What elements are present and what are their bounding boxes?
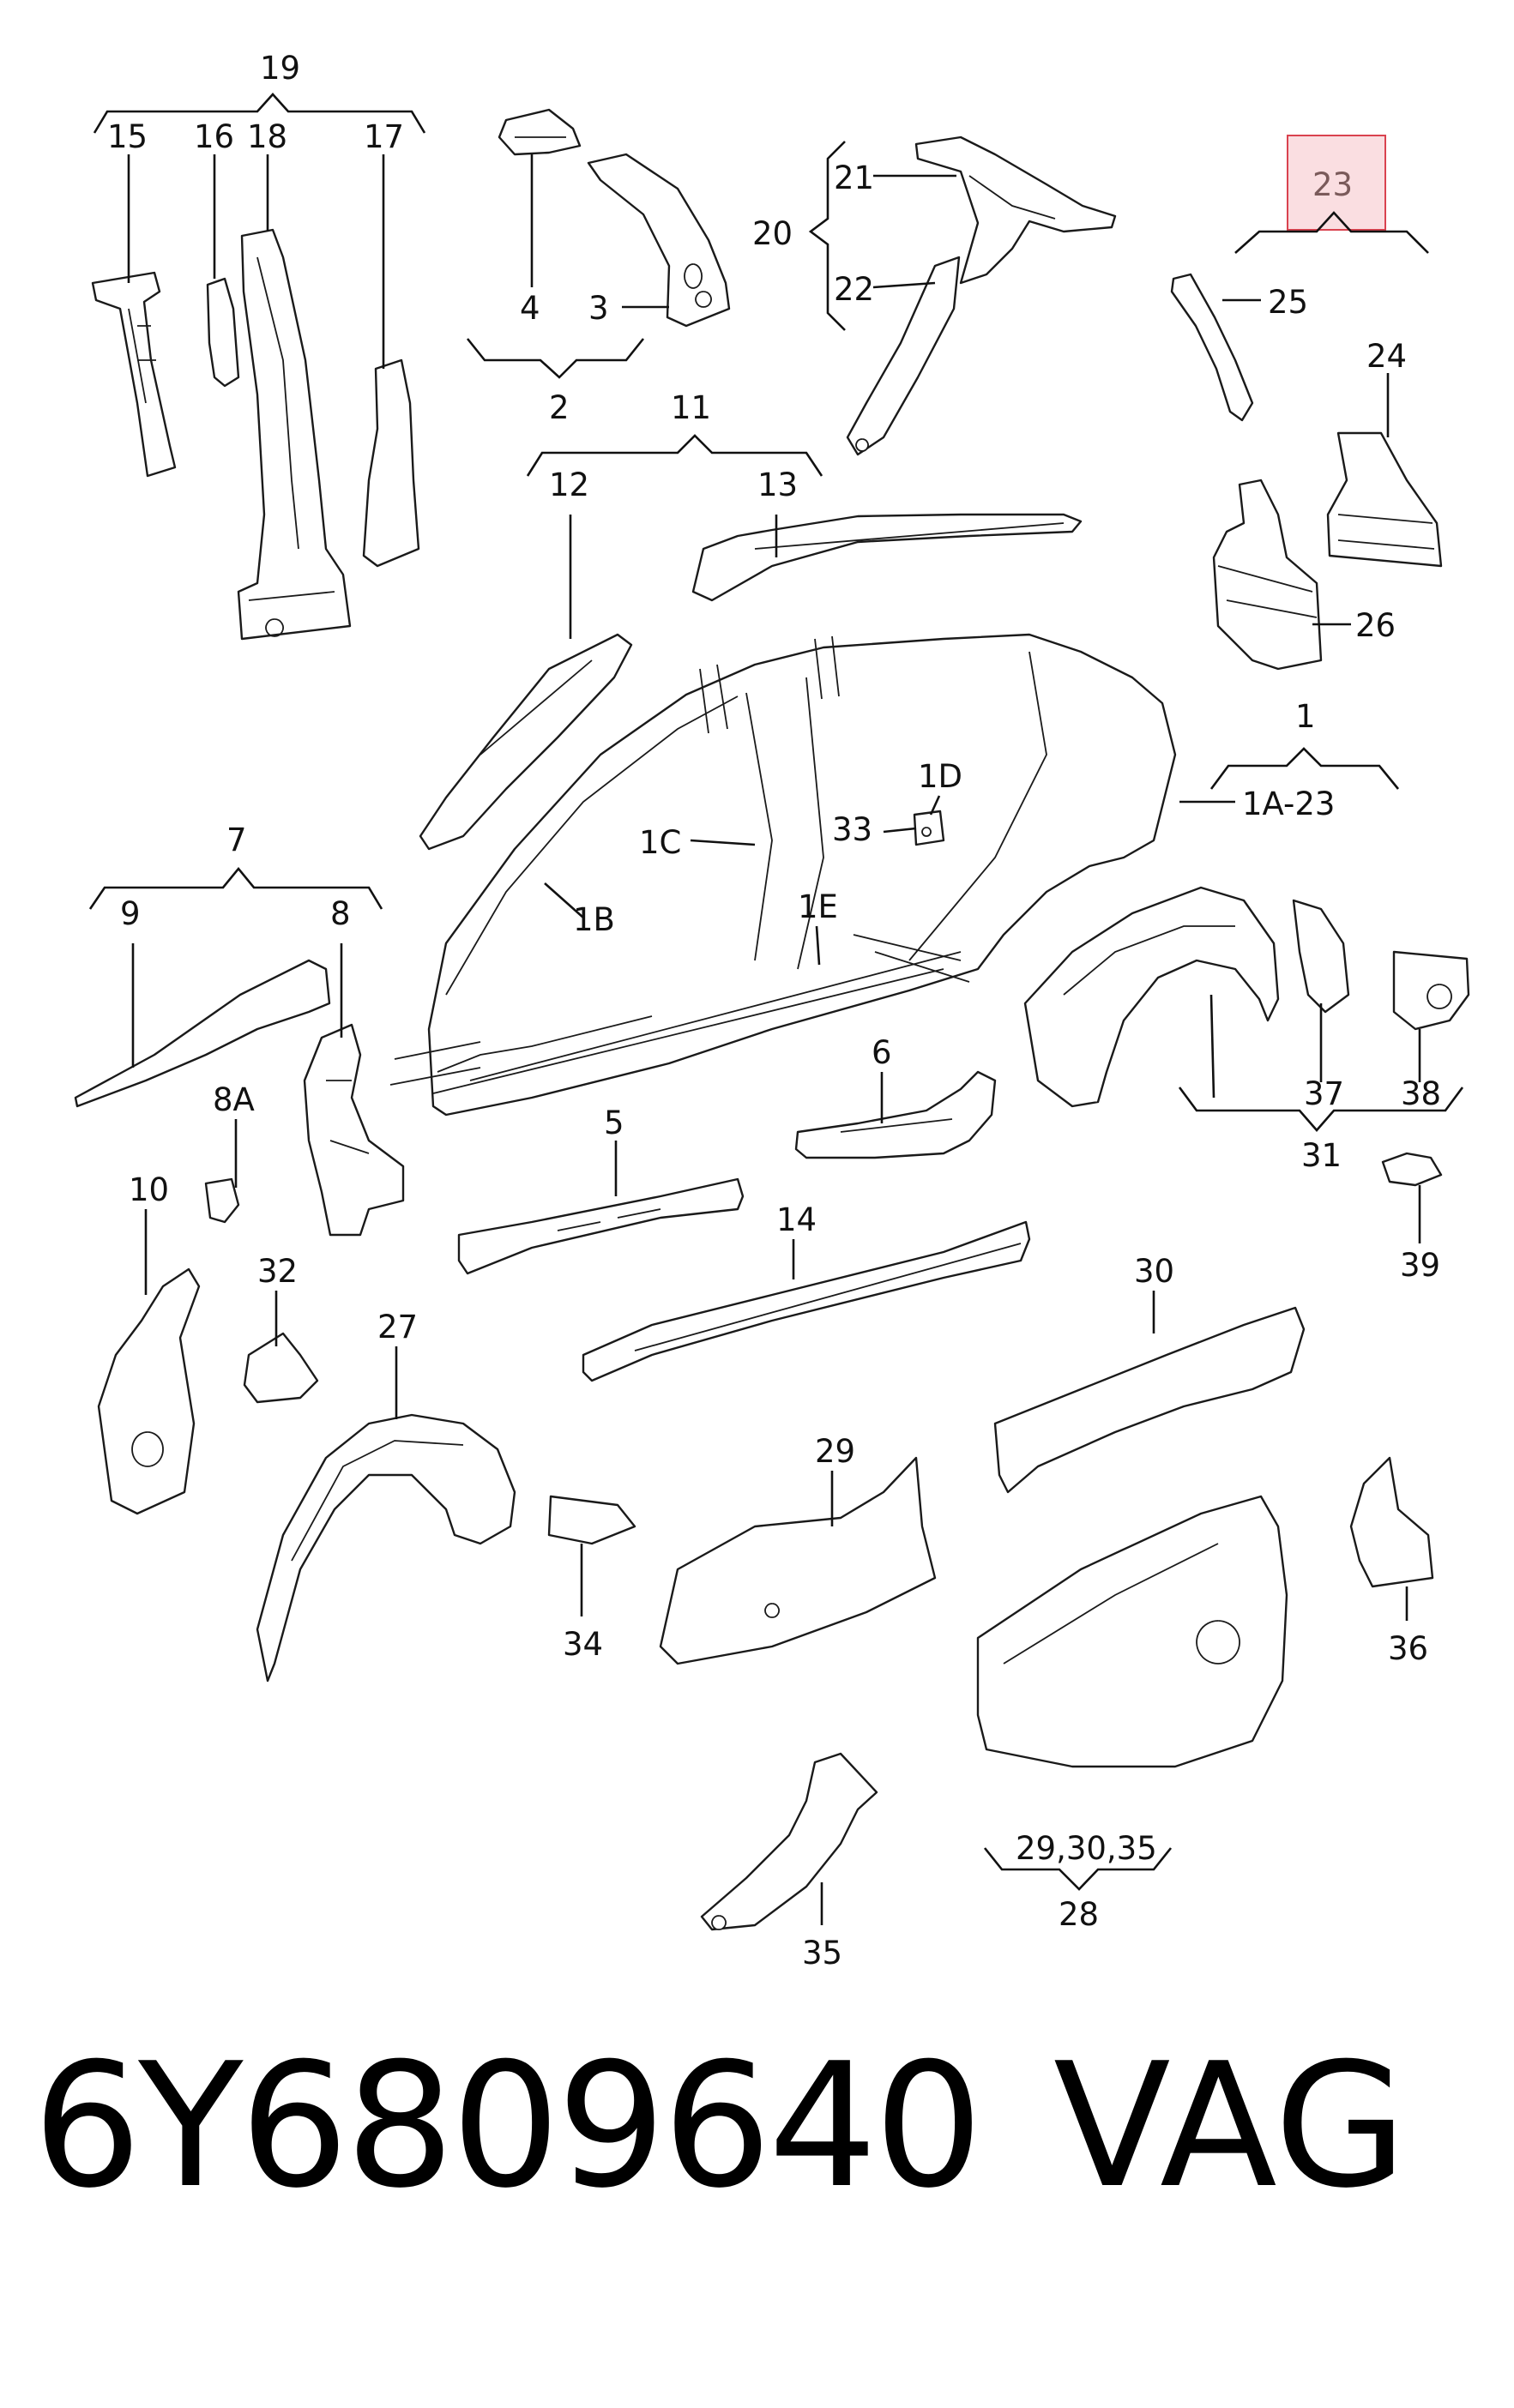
label-36: 36 — [1388, 1630, 1428, 1667]
label-22: 22 — [834, 271, 874, 308]
label-2: 2 — [549, 389, 570, 426]
part-10[interactable] — [97, 1267, 201, 1515]
label-5: 5 — [604, 1105, 624, 1141]
label-1e: 1E — [798, 888, 838, 925]
part-8[interactable] — [303, 1023, 405, 1237]
label-3: 3 — [588, 290, 609, 327]
part-24[interactable] — [1326, 431, 1443, 568]
label-1d: 1D — [918, 758, 962, 795]
label-20: 20 — [752, 215, 793, 252]
label-37: 37 — [1304, 1075, 1344, 1112]
part-number: 6Y6809640 — [33, 2026, 983, 2226]
part-38[interactable] — [1392, 950, 1470, 1031]
part-28[interactable] — [976, 1495, 1288, 1768]
label-24: 24 — [1366, 338, 1407, 375]
label-28: 28 — [1059, 1896, 1099, 1933]
label-23: 23 — [1312, 166, 1353, 203]
label-18: 18 — [247, 118, 287, 155]
label-39: 39 — [1400, 1247, 1440, 1284]
label-19: 19 — [260, 50, 300, 87]
brace-28 — [983, 1847, 1173, 1891]
part-18[interactable] — [237, 228, 352, 641]
part-31[interactable] — [1023, 886, 1280, 1108]
label-1c: 1C — [639, 824, 681, 861]
part-29[interactable] — [659, 1456, 937, 1665]
label-29-30-35: 29,30,35 — [1016, 1830, 1157, 1867]
part-14[interactable] — [582, 1220, 1031, 1382]
label-35: 35 — [802, 1935, 842, 1972]
part-33[interactable] — [913, 810, 945, 846]
label-1: 1 — [1295, 698, 1316, 735]
label-25: 25 — [1268, 284, 1308, 321]
label-34: 34 — [563, 1626, 603, 1663]
brace-7 — [88, 866, 383, 910]
part-4[interactable] — [498, 108, 582, 156]
label-29: 29 — [815, 1433, 855, 1470]
label-26: 26 — [1355, 607, 1396, 644]
part-26[interactable] — [1212, 479, 1323, 671]
brace-20 — [808, 141, 846, 331]
part-30[interactable] — [993, 1306, 1306, 1494]
label-12: 12 — [549, 467, 589, 503]
part-13[interactable] — [691, 513, 1083, 602]
part-35[interactable] — [700, 1752, 878, 1931]
label-30: 30 — [1134, 1253, 1174, 1290]
brace-11 — [526, 434, 823, 477]
part-8a[interactable] — [204, 1177, 240, 1224]
brace-2 — [466, 338, 645, 379]
part-17[interactable] — [362, 358, 420, 568]
label-13: 13 — [757, 467, 798, 503]
brace-23 — [1234, 211, 1429, 254]
part-1[interactable] — [389, 633, 1177, 1117]
label-9: 9 — [120, 895, 141, 932]
label-16: 16 — [194, 118, 234, 155]
part-5[interactable] — [457, 1177, 745, 1275]
label-7: 7 — [226, 822, 247, 858]
brace-1 — [1209, 747, 1400, 790]
brace-31 — [1178, 1087, 1464, 1132]
part-32[interactable] — [243, 1332, 319, 1404]
callout-labels: 19 15 16 18 17 4 3 2 11 12 13 21 20 22 2… — [107, 50, 1441, 1972]
label-27: 27 — [377, 1309, 418, 1345]
label-10: 10 — [129, 1171, 169, 1208]
part-6[interactable] — [794, 1070, 997, 1159]
label-15: 15 — [107, 118, 148, 155]
part-9[interactable] — [74, 959, 331, 1108]
label-21: 21 — [834, 160, 874, 196]
part-34[interactable] — [547, 1495, 636, 1545]
label-8: 8 — [330, 895, 351, 932]
label-8a: 8A — [213, 1081, 255, 1118]
part-3[interactable] — [587, 153, 731, 328]
part-15[interactable] — [91, 271, 177, 478]
label-33: 33 — [832, 811, 872, 848]
label-4: 4 — [520, 290, 540, 327]
label-14: 14 — [776, 1201, 817, 1238]
label-1b: 1B — [573, 901, 615, 938]
part-36[interactable] — [1349, 1456, 1434, 1588]
label-38: 38 — [1401, 1075, 1441, 1112]
part-22[interactable] — [846, 256, 961, 456]
part-27[interactable] — [256, 1413, 516, 1683]
label-17: 17 — [364, 118, 404, 155]
brand-name: VAG — [1053, 2026, 1408, 2226]
label-6: 6 — [872, 1034, 892, 1071]
part-21[interactable] — [914, 135, 1117, 285]
brace-19 — [93, 93, 426, 134]
part-12[interactable] — [419, 633, 633, 851]
part-37[interactable] — [1292, 899, 1350, 1014]
part-16[interactable] — [206, 277, 240, 388]
label-1a-23: 1A-23 — [1242, 786, 1335, 822]
label-11: 11 — [671, 389, 711, 426]
leader-lines — [127, 154, 1421, 1925]
label-32: 32 — [257, 1253, 298, 1290]
part-39[interactable] — [1381, 1152, 1443, 1187]
label-31: 31 — [1301, 1137, 1342, 1174]
part-25[interactable] — [1170, 273, 1254, 422]
